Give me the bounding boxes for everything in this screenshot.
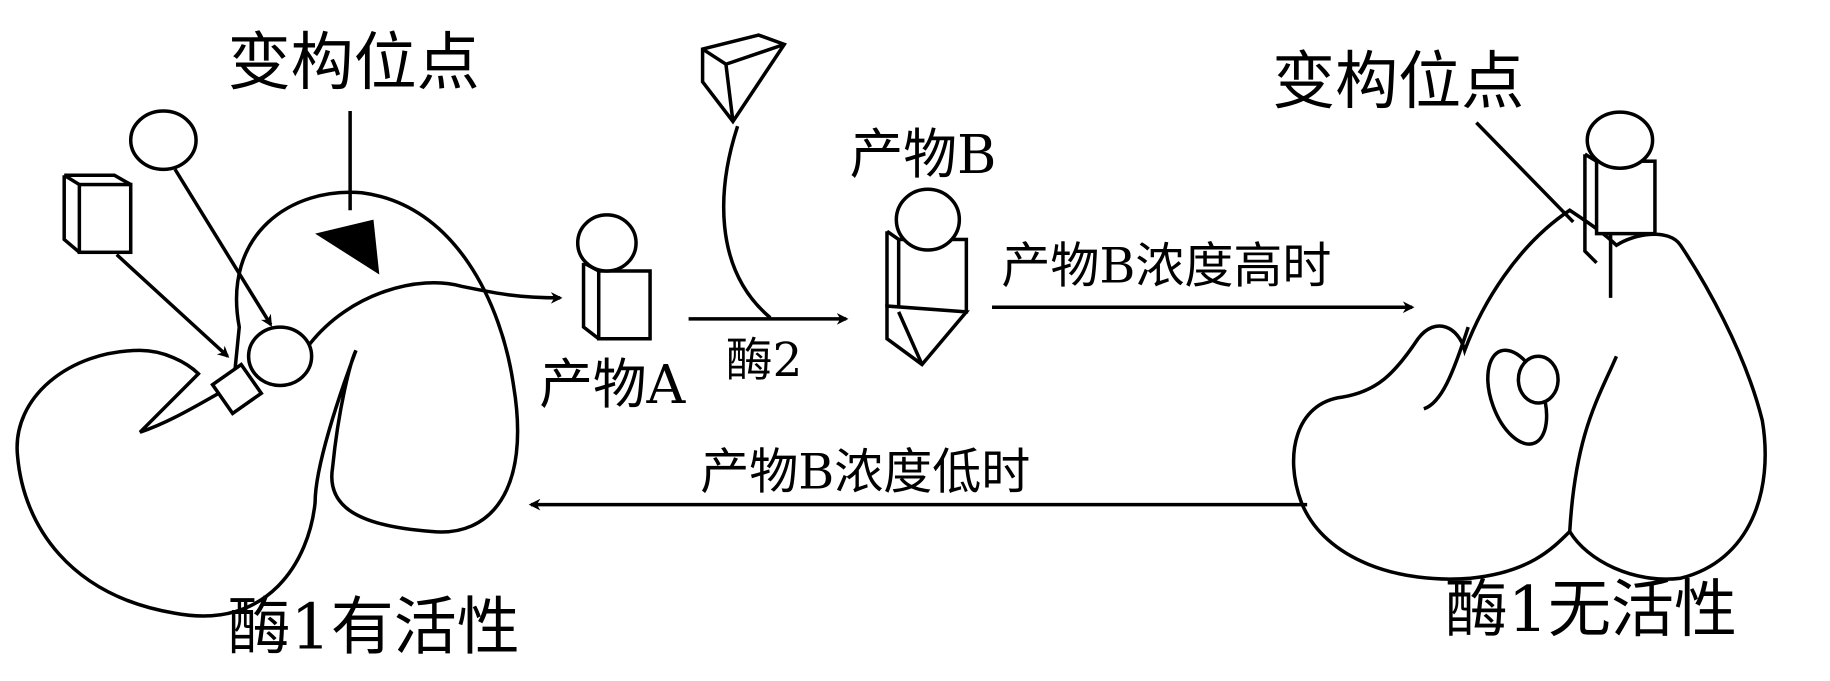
enzyme2-label: 酶2 bbox=[726, 334, 802, 388]
substrate-circle bbox=[128, 109, 198, 172]
product-a-shape bbox=[575, 213, 652, 341]
substrate-cube bbox=[62, 173, 133, 255]
enzyme1-active-label: 酶1有活性 bbox=[228, 589, 520, 663]
cleft-line bbox=[1423, 326, 1470, 411]
prism-to-enzyme2-line bbox=[721, 125, 772, 320]
allosteric-site-label-left: 变构位点 bbox=[228, 25, 480, 99]
enzyme1-inactive-shape bbox=[1291, 208, 1767, 581]
enzyme1-active-shape bbox=[15, 190, 520, 618]
product-a-label: 产物A bbox=[539, 353, 686, 416]
arrow-cube-to-site bbox=[115, 253, 230, 358]
closed-site-circle bbox=[1516, 354, 1560, 405]
bound-circle bbox=[246, 325, 314, 388]
bound-product-b bbox=[1583, 110, 1657, 298]
allosteric-site-triangle bbox=[315, 219, 380, 275]
valley-line bbox=[1567, 355, 1619, 532]
enzyme1-inactive-label: 酶1无活性 bbox=[1445, 572, 1737, 646]
product-b-shape bbox=[885, 187, 970, 367]
low-concentration-label: 产物B浓度低时 bbox=[700, 442, 1030, 500]
arrow-to-product-a bbox=[307, 281, 563, 346]
bound-cube bbox=[210, 362, 264, 416]
arrow-circle-to-site bbox=[173, 168, 273, 327]
product-b-label: 产物B bbox=[850, 123, 997, 186]
allosteric-pointer-right bbox=[1475, 121, 1575, 224]
allosteric-site-label-right: 变构位点 bbox=[1272, 44, 1524, 118]
high-concentration-label: 产物B浓度高时 bbox=[1001, 237, 1331, 295]
prism-substrate bbox=[700, 33, 787, 125]
